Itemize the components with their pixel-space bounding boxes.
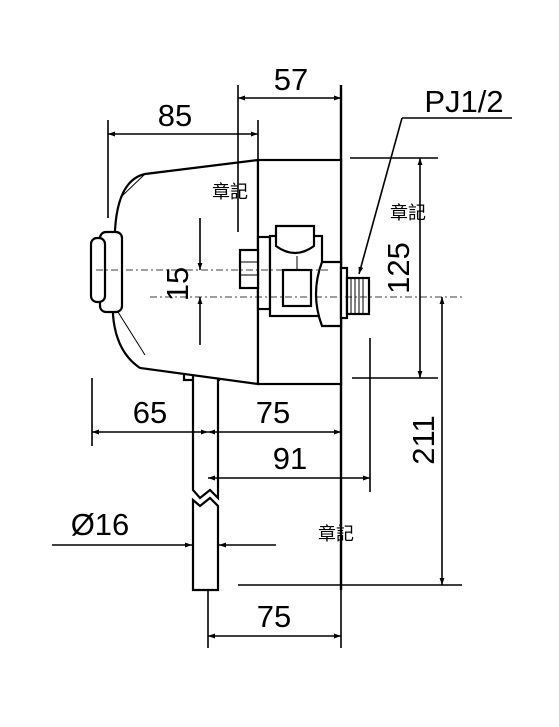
dim-diameter-16: Ø16 bbox=[71, 507, 130, 542]
dim-211: 211 bbox=[406, 415, 441, 464]
pipe bbox=[182, 364, 221, 592]
dim-75-bottom: 75 bbox=[257, 599, 291, 634]
dim-thread-spec: PJ1/2 bbox=[424, 84, 503, 119]
push-button bbox=[89, 230, 124, 314]
dim-91: 91 bbox=[273, 441, 307, 476]
internal-assembly bbox=[238, 224, 349, 328]
threaded-connector bbox=[345, 276, 371, 316]
dim-85: 85 bbox=[158, 98, 192, 133]
dim-15: 15 bbox=[160, 267, 195, 301]
dim-57: 57 bbox=[274, 62, 308, 97]
thread-leader bbox=[358, 117, 512, 275]
dim-125: 125 bbox=[381, 242, 416, 294]
stamp-mark: 章記 bbox=[318, 524, 354, 545]
dim-75-top: 75 bbox=[256, 395, 290, 430]
stamp-mark: 章記 bbox=[390, 203, 426, 224]
dim-65: 65 bbox=[133, 395, 167, 430]
extension-lines bbox=[91, 85, 462, 648]
dimension-lines bbox=[52, 95, 445, 639]
stamp-mark: 章記 bbox=[212, 182, 248, 203]
